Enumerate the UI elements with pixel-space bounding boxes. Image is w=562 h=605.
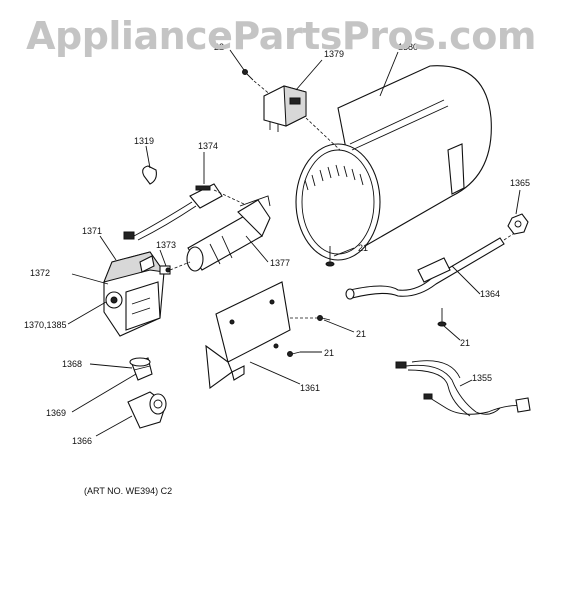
callout-1372: 1372 — [30, 268, 50, 278]
wire-harness-1355 — [395, 360, 531, 417]
fitting-1368 — [129, 357, 153, 381]
nut-1365 — [507, 213, 529, 235]
callout-labels: 22 1379 1380 1319 1374 1365 1371 1373 13… — [24, 42, 530, 446]
callout-1364: 1364 — [480, 289, 500, 299]
screw-21-drum — [325, 246, 335, 267]
art-number-note: (ART NO. WE394) C2 — [84, 486, 173, 496]
callout-1319: 1319 — [134, 136, 154, 146]
screw-21-lower — [287, 351, 301, 357]
callout-1355: 1355 — [472, 373, 492, 383]
callout-1373: 1373 — [156, 240, 176, 250]
clip-1319 — [142, 165, 157, 185]
callout-1361: 1361 — [300, 383, 320, 393]
callout-1374: 1374 — [198, 141, 218, 151]
ignitor-1374 — [123, 183, 245, 241]
screw-22 — [242, 69, 273, 97]
burner-drum — [295, 65, 492, 261]
callout-1365: 1365 — [510, 178, 530, 188]
callout-1379: 1379 — [324, 49, 344, 59]
callout-1380: 1380 — [398, 42, 418, 52]
callout-1370-1385: 1370,1385 — [24, 320, 67, 330]
callout-21-lower: 21 — [324, 348, 334, 358]
callout-1369: 1369 — [46, 408, 66, 418]
screw-21-tube — [437, 308, 447, 327]
mounting-bracket-1361 — [205, 281, 318, 390]
flame-sensor-1379 — [263, 85, 341, 151]
watermark-text: AppliancePartsPros.com — [26, 14, 536, 58]
callout-22: 22 — [214, 42, 224, 52]
callout-1377: 1377 — [270, 258, 290, 268]
callout-1366: 1366 — [72, 436, 92, 446]
burner-tube-1377 — [186, 195, 271, 272]
gas-valve — [103, 251, 191, 337]
callout-21-bracket: 21 — [356, 329, 366, 339]
leader-lines — [67, 49, 521, 437]
callout-21-tube: 21 — [460, 338, 470, 348]
elbow-fitting-1366 — [127, 391, 167, 429]
callout-1368: 1368 — [62, 359, 82, 369]
callout-1371: 1371 — [82, 226, 102, 236]
callout-21-drum: 21 — [358, 243, 368, 253]
screw-21-bracket — [317, 315, 331, 321]
gas-tube-1364 — [345, 231, 517, 300]
